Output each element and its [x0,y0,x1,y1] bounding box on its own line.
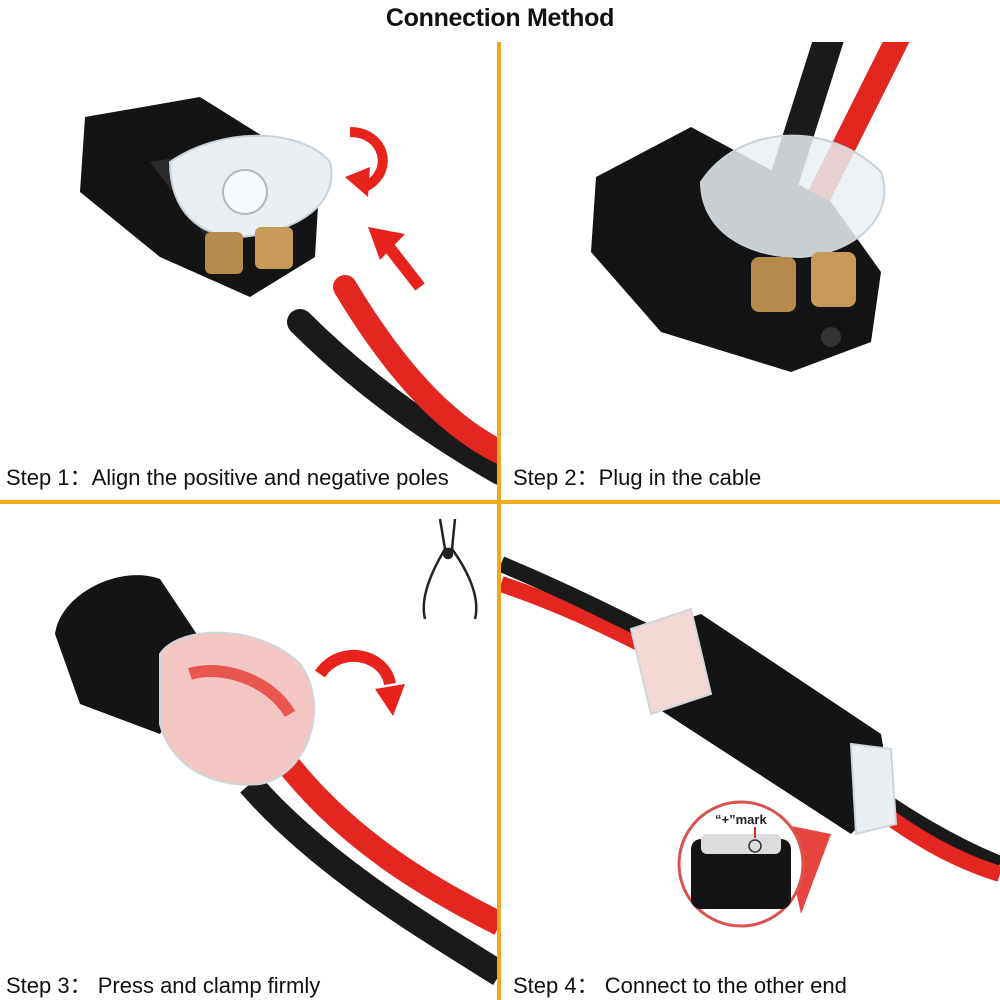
step-1-panel: Step 1：Align the positive and negative p… [0,42,497,500]
up-arrow-icon [368,227,425,291]
horizontal-divider [0,500,1000,504]
vertical-divider [497,42,501,1000]
step-3-illustration [55,518,497,986]
step-3-panel: Step 3： Press and clamp firmly [0,504,497,1000]
step-3-caption: Step 3： Press and clamp firmly [6,973,321,998]
step-2-illustration [591,42,910,372]
step-1-caption: Step 1：Align the positive and negative p… [6,465,449,490]
plus-mark-label: “+”mark [715,812,767,827]
step-4-panel: “+”mark Step 4： Connect to the other end [501,504,1000,1000]
page-title: Connection Method [385,4,615,32]
step-4-caption: Step 4： Connect to the other end [513,973,847,998]
step-1-illustration [80,97,497,485]
pliers-icon [422,518,478,620]
step-2-caption: Step 2：Plug in the cable [513,465,762,490]
magnifier-inset: “+”mark [677,800,831,928]
step-2-panel: Step 2：Plug in the cable [501,42,1000,500]
curved-arrow-icon [349,127,388,192]
curved-arrow-icon [315,650,396,686]
step-4-illustration: “+”mark [501,556,1000,928]
